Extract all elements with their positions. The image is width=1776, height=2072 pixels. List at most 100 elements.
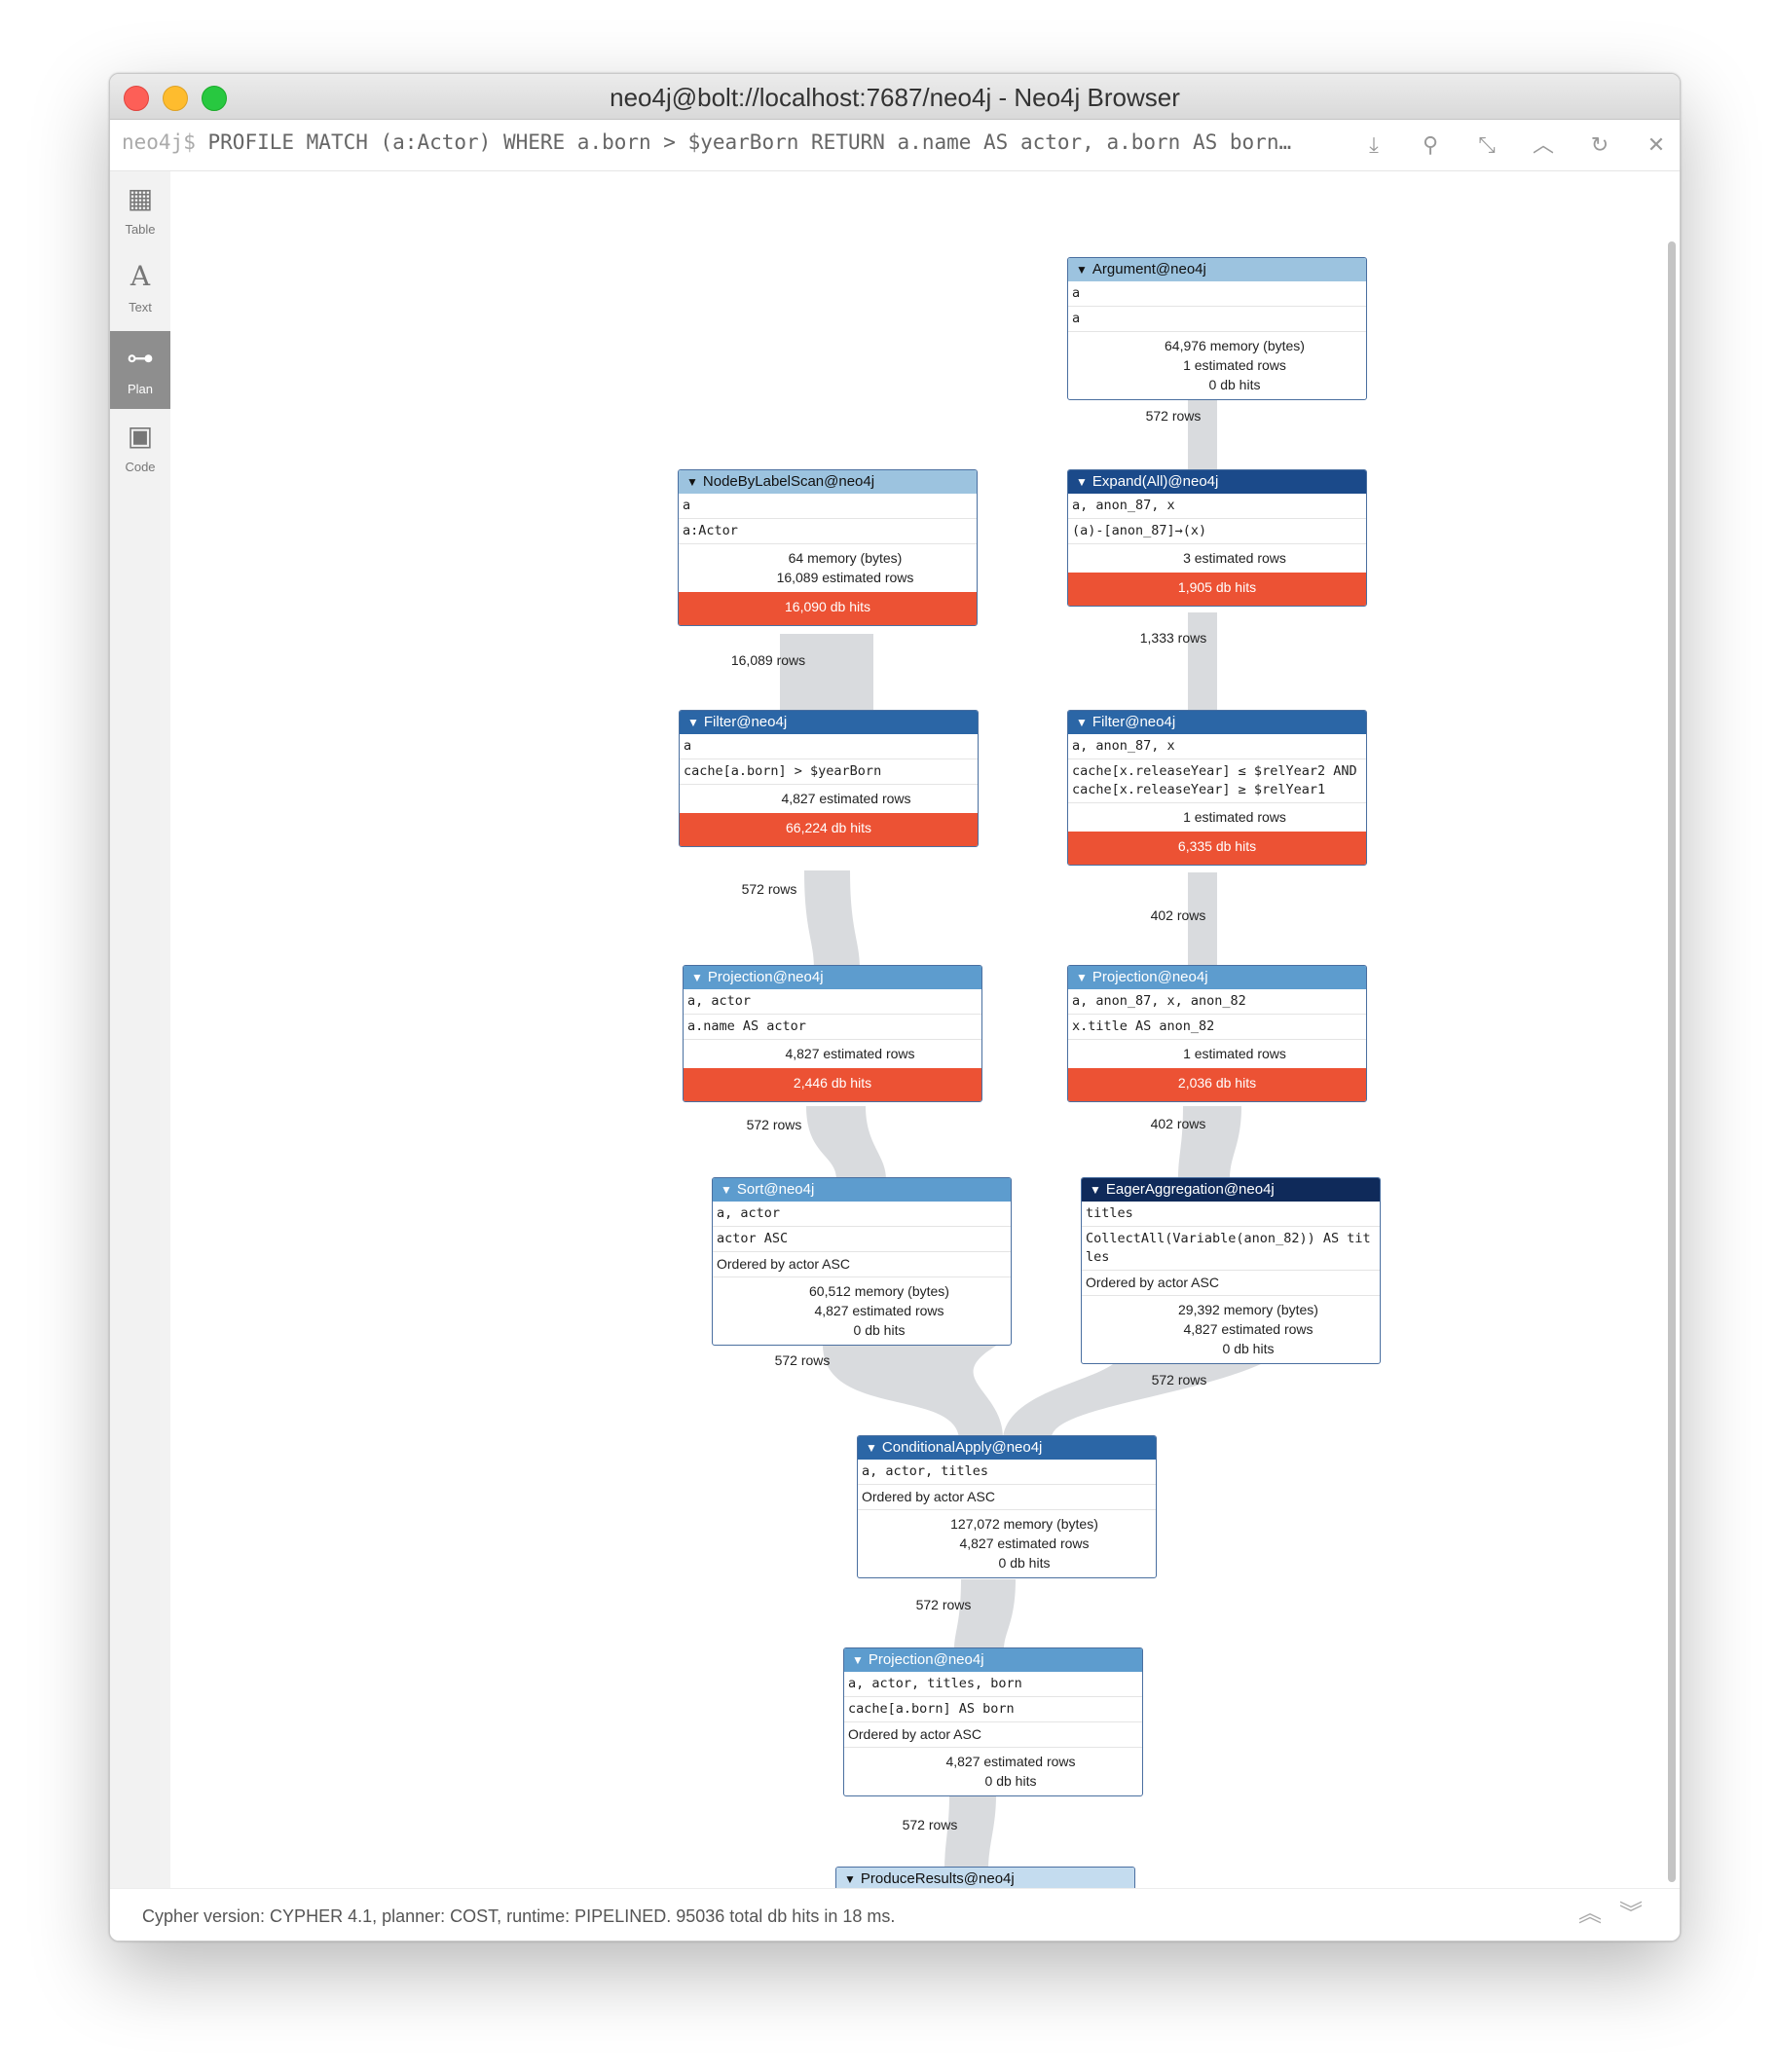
operator-header[interactable]: ▼Expand(All)@neo4j (1068, 470, 1366, 494)
close-icon[interactable]: ✕ (1646, 132, 1666, 157)
collapse-triangle-icon[interactable]: ▼ (1076, 716, 1088, 729)
text-icon: A (130, 260, 151, 292)
collapse-triangle-icon[interactable]: ▼ (686, 475, 698, 489)
chevron-up-icon[interactable]: ︿ (1532, 132, 1554, 157)
rows-out-label: 572 rows (1151, 1372, 1207, 1388)
collapse-triangle-icon[interactable]: ▼ (1076, 971, 1088, 984)
operator-order: Ordered by actor ASC (844, 1722, 1142, 1748)
operator-stat: 4,827 estimated rows (959, 1536, 1090, 1551)
rows-out-label: 402 rows (1150, 907, 1206, 923)
minimize-window-button[interactable] (163, 86, 188, 111)
sidebar-item-text[interactable]: A Text (110, 249, 170, 327)
collapse-triangle-icon[interactable]: ▼ (866, 1441, 877, 1455)
operator-stat: 0 db hits (853, 1322, 906, 1338)
pin-icon[interactable]: ⚲ (1422, 132, 1439, 157)
collapse-triangle-icon[interactable]: ▼ (844, 1872, 856, 1886)
operator-detail-row: cache[a.born] > $yearBorn (680, 759, 978, 785)
query-summary: Cypher version: CYPHER 4.1, planner: COS… (142, 1906, 896, 1926)
collapse-triangle-icon[interactable]: ▼ (1076, 263, 1088, 277)
rows-out-label: 572 rows (774, 1352, 831, 1368)
operator-stats: 60,512 memory (bytes)4,827 estimated row… (713, 1277, 1011, 1345)
operator-detail-row: a (679, 494, 977, 519)
operator-header[interactable]: ▼Filter@neo4j (680, 711, 978, 734)
link-nodebylabelscan-filter1 (780, 634, 873, 715)
operator-stats: 3 estimated rows (1068, 544, 1366, 573)
operator-header[interactable]: ▼ProduceResults@neo4j (836, 1868, 1134, 1888)
operator-stat: 1 estimated rows (1183, 809, 1286, 825)
operator-header[interactable]: ▼EagerAggregation@neo4j (1082, 1178, 1380, 1202)
operator-detail-row: a, actor (713, 1202, 1011, 1227)
link-eageraggregation-conditionalapply (1003, 1364, 1261, 1438)
operator-db-hits: 66,224 db hits (680, 813, 978, 846)
sidebar-item-table[interactable]: ▦ Table (110, 171, 170, 249)
double-chevron-down-icon[interactable]: ︾ (1619, 1901, 1643, 1927)
operator-title: Projection@neo4j (868, 1651, 984, 1668)
operator-stat: 64,976 memory (bytes) (1165, 338, 1305, 353)
title-bar: neo4j@bolt://localhost:7687/neo4j - Neo4… (110, 74, 1680, 120)
sidebar-item-label: Code (125, 460, 156, 474)
rows-out-label: 572 rows (741, 881, 797, 897)
query-editor[interactable]: neo4j$ PROFILE MATCH (a:Actor) WHERE a.b… (122, 130, 1339, 154)
operator-detail-row: a.name AS actor (684, 1015, 981, 1040)
operator-stats: 127,072 memory (bytes)4,827 estimated ro… (858, 1510, 1156, 1577)
collapse-triangle-icon[interactable]: ▼ (1076, 475, 1088, 489)
sidebar-item-plan[interactable]: ⊶ Plan (110, 331, 170, 409)
operator-detail-row: a, anon_87, x, anon_82 (1068, 989, 1366, 1015)
operator-header[interactable]: ▼ Sort@neo4j (713, 1178, 1011, 1202)
double-chevron-up-icon[interactable]: ︽ (1578, 1901, 1602, 1927)
rows-out-label: 572 rows (746, 1117, 802, 1132)
link-argument-expand (1188, 390, 1217, 474)
sidebar-item-code[interactable]: ▣ Code (110, 409, 170, 487)
operator-stat: 4,827 estimated rows (1183, 1321, 1314, 1337)
refresh-icon[interactable]: ↻ (1590, 132, 1610, 157)
operator-stat: 1 estimated rows (1183, 1046, 1286, 1061)
operator-header[interactable]: ▼Argument@neo4j (1068, 258, 1366, 281)
collapse-triangle-icon[interactable]: ▼ (691, 971, 703, 984)
operator-stat: 0 db hits (998, 1555, 1051, 1571)
operator-header[interactable]: ▼NodeByLabelScan@neo4j (679, 470, 977, 494)
collapse-triangle-icon[interactable]: ▼ (852, 1653, 864, 1667)
collapse-triangle-icon[interactable]: ▼ (1090, 1183, 1101, 1197)
operator-detail-row: actor ASC (713, 1227, 1011, 1252)
operator-header[interactable]: ▼ Filter@neo4j (1068, 711, 1366, 734)
link-projection3-produceresults (944, 1795, 996, 1868)
collapse-triangle-icon[interactable]: ▼ (687, 716, 699, 729)
operator-header[interactable]: ▼ Projection@neo4j (844, 1648, 1142, 1672)
collapse-triangle-icon[interactable]: ▼ (721, 1183, 732, 1197)
operator-stats: 4,827 estimated rows (680, 785, 978, 813)
zoom-window-button[interactable] (202, 86, 227, 111)
operator-title: Filter@neo4j (1092, 714, 1176, 730)
operator-db-hits: 16,090 db hits (679, 592, 977, 625)
operator-stat: 4,827 estimated rows (814, 1303, 944, 1318)
close-window-button[interactable] (124, 86, 149, 111)
operator-header[interactable]: ▼Projection@neo4j (1068, 966, 1366, 989)
operator-db-hits: 1,905 db hits (1068, 573, 1366, 606)
operator-stat: 1 estimated rows (1183, 357, 1286, 373)
operator-detail-row: a, anon_87, x (1068, 494, 1366, 519)
operator-detail-row: a, actor, titles (858, 1460, 1156, 1485)
table-icon: ▦ (127, 183, 154, 213)
link-filter2-projection2 (1188, 872, 1217, 968)
scrollbar-thumb[interactable] (1668, 241, 1676, 1882)
vertical-scrollbar[interactable] (1666, 171, 1677, 1885)
collapse-icon[interactable]: ⤡ (1478, 132, 1496, 157)
download-icon[interactable]: ⤓ (1369, 132, 1379, 157)
operator-header[interactable]: ▼Projection@neo4j (684, 966, 981, 989)
operator-title: Sort@neo4j (736, 1181, 815, 1198)
operator-header[interactable]: ▼ConditionalApply@neo4j (858, 1436, 1156, 1460)
operator-stat: 0 db hits (1208, 377, 1261, 392)
